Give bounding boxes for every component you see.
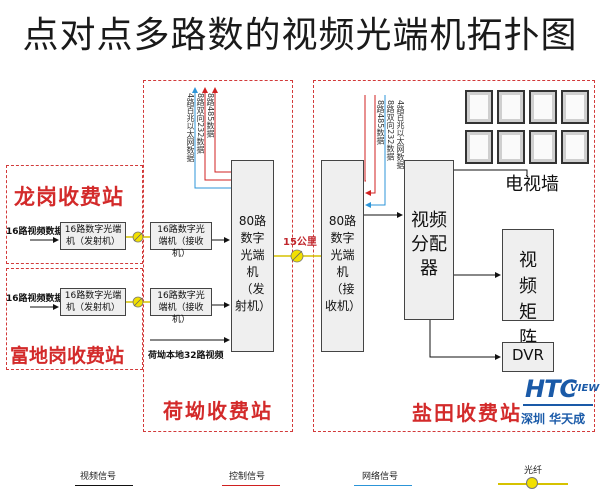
distance-label: 15公里 [283, 237, 317, 248]
company-logo: HTC VIEW 深圳 华天成 [521, 373, 599, 435]
video-input-fudigang: 16路视频数据 [6, 294, 64, 304]
tv-screen [529, 130, 557, 164]
zone-fudigang [6, 268, 143, 370]
video-matrix: 视频矩阵 [502, 229, 554, 349]
legend-control-label: 控制信号 [229, 472, 266, 482]
station-fudigang: 富地岗收费站 [10, 345, 125, 367]
tv-screen [529, 90, 557, 124]
tv-wall: 电视墙 [461, 88, 595, 195]
transmitter-80: 80路数字光端机（发射机） [231, 160, 274, 352]
logo-swoosh [523, 404, 593, 406]
logo-city: 深圳 华天成 [521, 412, 586, 426]
signal-left-ethernet: 4路百兆以太网数据 [186, 93, 195, 163]
signal-left-485: 8路485数据 [206, 93, 215, 138]
transmitter-16-longgang: 16路数字光端机（发射机） [60, 222, 126, 250]
station-longgang: 龙岗收费站 [14, 185, 124, 209]
signal-right-ethernet: 4路百兆以太网数据 [396, 100, 405, 170]
logo-brand: HTC [525, 375, 577, 403]
station-yantian: 盐田收费站 [412, 401, 522, 425]
dvr: DVR [502, 342, 554, 372]
tv-screen [497, 90, 525, 124]
page-title: 点对点多路数的视频光端机拓扑图 [22, 15, 578, 56]
signal-right-485: 8路485数据 [376, 100, 385, 145]
signal-right-232: 8路双向232数据 [386, 100, 395, 161]
legend: 视频信号 控制信号 网络信号 光纤 [0, 455, 600, 500]
legend-fiber-connector-icon [526, 477, 538, 489]
legend-video-line [75, 485, 133, 486]
transmitter-16-fudigang: 16路数字光端机（发射机） [60, 288, 126, 316]
legend-video-label: 视频信号 [80, 472, 117, 482]
tv-wall-screens [461, 88, 595, 174]
video-splitter: 视频分配器 [404, 160, 454, 320]
logo-sub: VIEW [570, 383, 600, 394]
legend-fiber-label: 光纤 [524, 466, 543, 476]
tv-screen [465, 130, 493, 164]
tv-screen [561, 90, 589, 124]
legend-control-line [222, 485, 280, 486]
tv-wall-label: 电视墙 [505, 174, 559, 195]
receiver-80: 80路数字光端机（接收机） [321, 160, 364, 352]
receiver-16-a: 16路数字光端机（接收机） [150, 222, 212, 259]
legend-network-label: 网络信号 [362, 472, 399, 482]
video-input-longgang: 16路视频数据 [6, 227, 64, 237]
legend-network-line [354, 485, 412, 486]
tv-screen [497, 130, 525, 164]
tv-screen [561, 130, 589, 164]
zone-longgang [6, 165, 143, 264]
tv-screen [465, 90, 493, 124]
receiver-16-b: 16路数字光端机（接收机） [150, 288, 212, 325]
station-heao: 荷坳收费站 [163, 399, 273, 423]
local-video-heao: 荷坳本地32路视频 [148, 351, 224, 361]
signal-left-232: 8路双向232数据 [196, 93, 205, 154]
